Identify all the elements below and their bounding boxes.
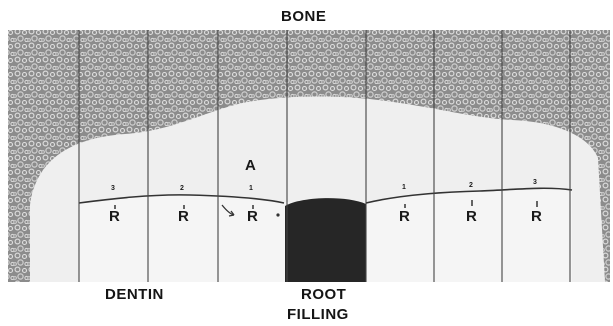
region-a-label: A [245,157,256,174]
marker-number: 2 [180,185,184,192]
root-filling-label-line1: ROOT [301,286,346,303]
root-filling-label-line2: FILLING [287,306,349,323]
dentin-label: DENTIN [105,286,164,303]
marker-number: 1 [249,185,253,192]
marker-r: R [109,208,120,225]
marker-number: 2 [469,182,473,189]
marker-number: 3 [111,185,115,192]
marker-r: R [178,208,189,225]
diagram-figure: A 3 R 2 R 1 R 1 R 2 R 3 R [0,0,613,283]
marker-r: R [466,208,477,225]
marker-number: 3 [533,179,537,186]
marker-r: R [399,208,410,225]
marker-r: R [531,208,542,225]
bone-label: BONE [281,8,326,25]
root-filling [285,198,366,282]
marker-number: 1 [402,184,406,191]
dot-marker [276,213,279,216]
marker-r: R [247,208,258,225]
